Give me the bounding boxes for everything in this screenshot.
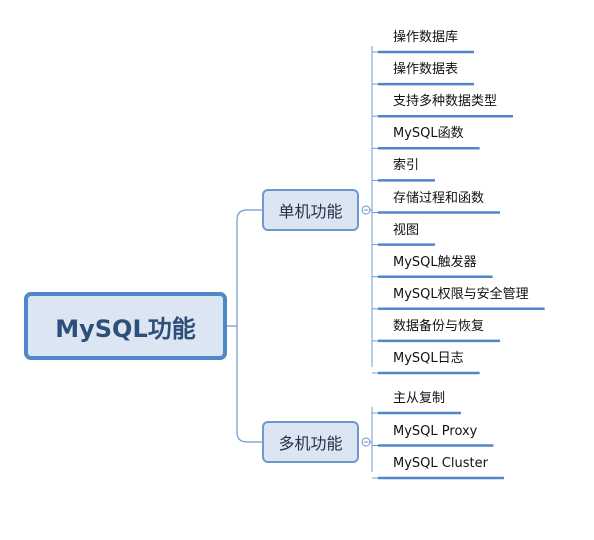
leaf-topic[interactable]: MySQL权限与安全管理 — [393, 286, 529, 302]
root-node[interactable]: MySQL功能 — [24, 292, 227, 360]
branch-node-single-machine[interactable]: 单机功能 — [262, 189, 359, 231]
leaf-topic[interactable]: MySQL函数 — [393, 126, 464, 142]
root-connector-lower — [236, 326, 262, 443]
leaf-topic[interactable]: MySQL日志 — [393, 351, 464, 366]
branch-node-label: 多机功能 — [278, 434, 343, 453]
root-connector-upper — [236, 209, 262, 326]
leaf-topic[interactable]: 数据备份与恢复 — [393, 318, 485, 334]
leaf-topic[interactable]: MySQL Cluster — [393, 456, 488, 471]
leaf-topic[interactable]: 索引 — [393, 158, 420, 174]
branch-node-multi-machine[interactable]: 多机功能 — [262, 421, 359, 463]
leaf-topic[interactable]: MySQL触发器 — [393, 254, 477, 270]
leaf-topic[interactable]: 操作数据库 — [393, 30, 459, 45]
leaf-topic[interactable]: MySQL Proxy — [393, 423, 478, 439]
leaf-topic[interactable]: 支持多种数据类型 — [393, 94, 498, 110]
branch-node-label: 单机功能 — [278, 202, 343, 221]
leaf-topic[interactable]: 主从复制 — [393, 391, 446, 406]
root-node-label: MySQL功能 — [55, 314, 196, 343]
leaf-topic[interactable]: 存储过程和函数 — [393, 190, 485, 206]
leaf-topic[interactable]: 视图 — [393, 222, 420, 238]
leaf-connectors — [370, 46, 545, 480]
leaf-topic[interactable]: 操作数据表 — [393, 62, 459, 78]
